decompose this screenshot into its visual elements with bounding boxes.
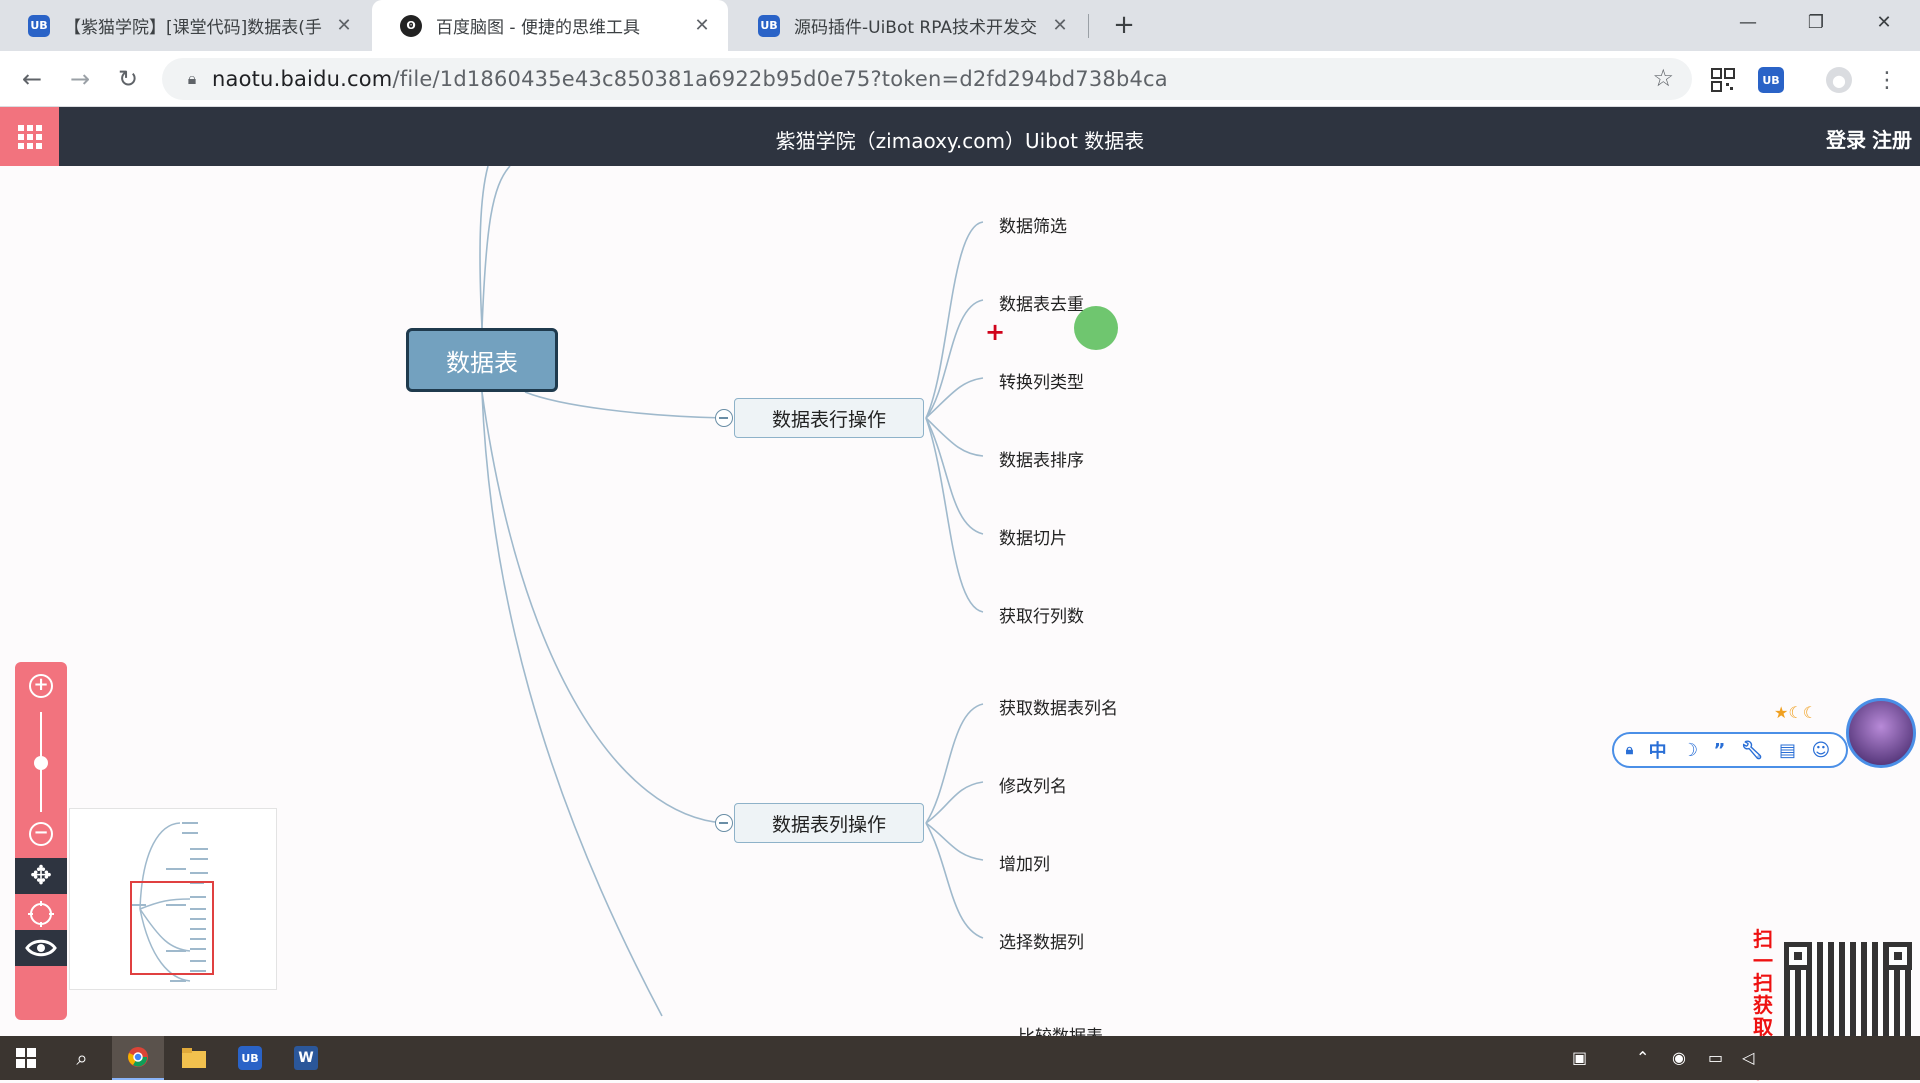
lock-icon[interactable]: 🔒︎ <box>172 69 212 89</box>
crosshair-cursor-icon: + <box>985 318 1005 346</box>
ime-moon-star-icon: ★☾☾ <box>1774 703 1817 722</box>
zoom-panel: + − ✥ <box>15 662 67 1020</box>
profile-avatar-icon[interactable]: ● <box>1826 67 1852 93</box>
restore-icon[interactable]: ❐ <box>1782 0 1850 44</box>
leaf-node[interactable]: 增加列 <box>999 850 1050 875</box>
reload-icon[interactable]: ↻ <box>110 61 146 97</box>
windows-start-icon[interactable] <box>0 1036 52 1080</box>
back-icon[interactable]: ← <box>14 61 50 97</box>
leaf-node[interactable]: 修改列名 <box>999 772 1067 797</box>
windows-taskbar: ⌕ UB W ▣ ⌃ ◉ ▭ ◁ <box>0 1036 1920 1080</box>
close-tab-icon[interactable]: ✕ <box>690 15 714 36</box>
ime-toolbar[interactable]: 🔒︎ 中 ☽ ” 🔧︎ ▤ ☺ <box>1612 732 1848 768</box>
leaf-node[interactable]: 获取行列数 <box>999 602 1084 627</box>
uibot-favicon-icon: UB <box>758 15 780 37</box>
zoom-slider-knob[interactable] <box>34 756 48 770</box>
minimize-icon[interactable]: — <box>1714 0 1782 44</box>
tab-ziamo-code[interactable]: UB 【紫猫学院】[课堂代码]数据表(手 ✕ <box>0 0 370 51</box>
register-link[interactable]: 注册 <box>1872 128 1912 152</box>
clipboard-icon[interactable]: ▤ <box>1779 740 1796 761</box>
root-node[interactable]: 数据表 <box>406 328 558 392</box>
screen-capture-icon[interactable]: ▣ <box>1572 1048 1587 1067</box>
tray-chevron-icon[interactable]: ⌃ <box>1636 1048 1649 1067</box>
ime-language-toggle[interactable]: 中 <box>1649 737 1667 763</box>
volume-icon[interactable]: ◁ <box>1742 1048 1754 1067</box>
eye-preview-icon[interactable] <box>15 930 67 966</box>
lock-icon[interactable]: 🔒︎ <box>1626 742 1633 758</box>
connector-lines <box>0 166 1920 1036</box>
new-tab-button[interactable]: + <box>1108 8 1140 42</box>
qr-extension-icon[interactable] <box>1710 67 1736 93</box>
tab-separator <box>1088 14 1089 38</box>
mindmap-canvas[interactable]: 数据表 数据表行操作 数据筛选 数据表去重 转换列类型 数据表排序 数据切片 获… <box>0 166 1920 1036</box>
tab-plugin-source[interactable]: UB 源码插件-UiBot RPA技术开发交 ✕ <box>730 0 1086 51</box>
forward-icon[interactable]: → <box>62 61 98 97</box>
uibot-favicon-icon: UB <box>28 15 50 37</box>
bookmark-star-icon[interactable]: ☆ <box>1652 64 1674 92</box>
zoom-out-icon[interactable]: − <box>29 822 53 846</box>
owl-favicon-icon: ʘ <box>400 15 422 37</box>
auth-links: 登录注册 <box>1820 124 1912 153</box>
leaf-node[interactable]: 数据切片 <box>999 524 1067 549</box>
minimap[interactable] <box>69 808 277 990</box>
leaf-node[interactable]: 获取数据表列名 <box>999 694 1118 719</box>
browser-toolbar: ← → ↻ 🔒︎ naotu.baidu.com/file/1d1860435e… <box>0 51 1920 107</box>
url-path: /file/1d1860435e43c850381a6922b95d0e75?t… <box>392 67 1167 91</box>
tab-title: 百度脑图 - 便捷的思维工具 <box>436 13 690 38</box>
locate-center-icon[interactable] <box>15 896 67 932</box>
file-explorer-icon[interactable] <box>168 1036 220 1080</box>
close-tab-icon[interactable]: ✕ <box>332 15 356 36</box>
chrome-icon[interactable] <box>112 1036 164 1080</box>
zoom-in-icon[interactable]: + <box>29 674 53 698</box>
wrench-icon[interactable]: 🔧︎ <box>1741 740 1764 761</box>
uibot-extension-icon[interactable]: UB <box>1758 67 1784 93</box>
uibot-taskbar-icon[interactable]: UB <box>224 1036 276 1080</box>
branch-node-col-ops[interactable]: 数据表列操作 <box>734 803 924 843</box>
move-hand-icon[interactable]: ✥ <box>15 858 67 894</box>
url-host: naotu.baidu.com <box>212 67 392 91</box>
leaf-node[interactable]: 数据筛选 <box>999 212 1067 237</box>
tab-title: 源码插件-UiBot RPA技术开发交 <box>794 13 1048 38</box>
browser-tabbar: UB 【紫猫学院】[课堂代码]数据表(手 ✕ ʘ 百度脑图 - 便捷的思维工具 … <box>0 0 1920 51</box>
document-title[interactable]: 紫猫学院（zimaoxy.com）Uibot 数据表 <box>0 125 1920 154</box>
half-moon-icon[interactable]: ☽ <box>1682 740 1698 761</box>
network-icon[interactable]: ▭ <box>1708 1048 1723 1067</box>
leaf-node[interactable]: 选择数据列 <box>999 928 1084 953</box>
emoji-icon[interactable]: ☺ <box>1811 740 1830 761</box>
ime-avatar-icon[interactable] <box>1846 698 1916 768</box>
leaf-node-partial[interactable]: 比较数据表 <box>1018 1022 1103 1036</box>
leaf-node[interactable]: 数据表排序 <box>999 446 1084 471</box>
naotu-header: 紫猫学院（zimaoxy.com）Uibot 数据表 登录注册 <box>0 107 1920 166</box>
close-window-icon[interactable]: ✕ <box>1850 0 1918 44</box>
webcam-icon[interactable]: ◉ <box>1672 1048 1686 1067</box>
close-tab-icon[interactable]: ✕ <box>1048 15 1072 36</box>
search-icon[interactable]: ⌕ <box>56 1036 108 1080</box>
url-text[interactable]: naotu.baidu.com/file/1d1860435e43c850381… <box>212 67 1168 91</box>
tab-title: 【紫猫学院】[课堂代码]数据表(手 <box>64 13 332 38</box>
minimap-viewport[interactable] <box>130 881 214 975</box>
login-link[interactable]: 登录 <box>1826 128 1866 152</box>
address-bar[interactable]: 🔒︎ naotu.baidu.com/file/1d1860435e43c850… <box>162 58 1692 100</box>
collapse-toggle-icon[interactable] <box>715 814 733 832</box>
tab-baidu-naotu[interactable]: ʘ 百度脑图 - 便捷的思维工具 ✕ <box>372 0 728 51</box>
collapse-toggle-icon[interactable] <box>715 409 733 427</box>
branch-node-row-ops[interactable]: 数据表行操作 <box>734 398 924 438</box>
menu-kebab-icon[interactable]: ⋮ <box>1874 67 1900 93</box>
leaf-node[interactable]: 数据表去重 <box>999 290 1084 315</box>
punctuation-icon[interactable]: ” <box>1714 740 1726 761</box>
leaf-node[interactable]: 转换列类型 <box>999 368 1084 393</box>
click-indicator <box>1074 306 1118 350</box>
word-icon[interactable]: W <box>280 1036 332 1080</box>
